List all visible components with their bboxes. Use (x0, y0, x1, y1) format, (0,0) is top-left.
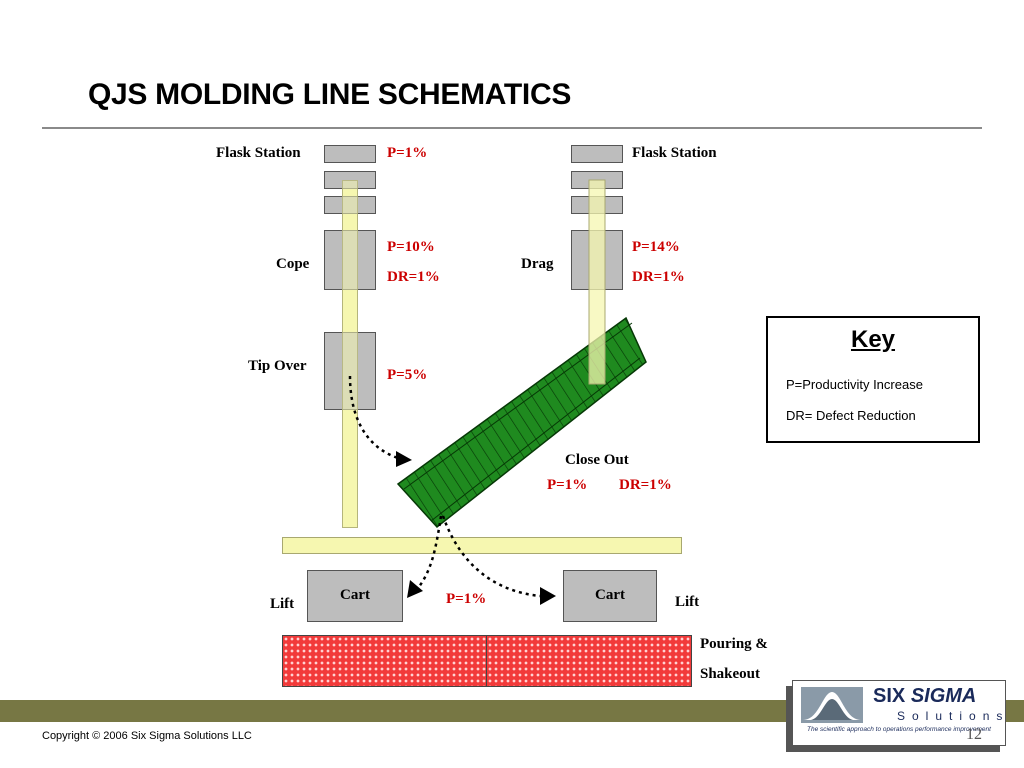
conveyor-rail-bottom (430, 357, 641, 522)
cope-productivity: P=10% (387, 239, 435, 255)
right-flask-station-box-1 (571, 145, 623, 163)
tipover-arrow-path (348, 375, 399, 460)
left-flask-station-box-1 (324, 145, 376, 163)
cope-label: Cope (276, 256, 310, 272)
footer-bar (0, 700, 1024, 722)
left-cart-arrowhead (407, 580, 423, 598)
cope-defect-reduction: DR=1% (387, 269, 440, 285)
close-out-label: Close Out (565, 452, 629, 468)
right-cart-arrowhead (540, 587, 556, 605)
key-legend: Key P=Productivity Increase DR= Defect R… (766, 316, 980, 443)
conveyor-diagram (348, 179, 647, 605)
logo-sigma-text: SIGMA (910, 685, 977, 707)
right-cart: Cart (563, 570, 657, 622)
pouring-label: Pouring & (700, 636, 768, 652)
logo-solutions-text: Solutions (897, 709, 1010, 723)
title-divider (42, 127, 982, 129)
drag-defect-reduction: DR=1% (632, 269, 685, 285)
close-out-productivity: P=1% (547, 477, 588, 493)
key-defect-reduction-definition: DR= Defect Reduction (786, 408, 916, 423)
left-cart: Cart (307, 570, 403, 622)
copyright-text: Copyright © 2006 Six Sigma Solutions LLC (42, 730, 252, 742)
left-lift-label: Lift (270, 596, 295, 612)
key-title: Key (850, 326, 896, 353)
left-cart-arrow-path (417, 515, 443, 589)
right-cart-arrow-path (441, 515, 541, 598)
drag-productivity: P=14% (632, 239, 680, 255)
pouring-line-right (486, 635, 692, 687)
cart-transfer-productivity: P=1% (446, 591, 487, 607)
logo-wordmark: SIX SIGMA (873, 685, 976, 708)
logo-six-text: SIX (873, 685, 906, 707)
six-sigma-logo: SIX SIGMA Solutions The scientific appro… (792, 680, 1006, 746)
tipover-arrowhead (396, 451, 412, 467)
right-lift-label: Lift (675, 594, 700, 610)
logo-tagline: The scientific approach to operations pe… (807, 726, 991, 733)
page-number: 12 (966, 726, 982, 743)
horizontal-track (282, 537, 682, 554)
slide-title: QJS MOLDING LINE SCHEMATICS (88, 78, 572, 111)
close-out-conveyor (396, 316, 647, 529)
right-flask-station-label: Flask Station (632, 145, 717, 161)
key-productivity-definition: P=Productivity Increase (786, 377, 923, 392)
bell-curve-icon (801, 687, 863, 723)
shakeout-label: Shakeout (700, 666, 761, 682)
left-flask-station-value: P=1% (387, 145, 428, 161)
drag-label: Drag (521, 256, 554, 272)
right-vertical-track (588, 179, 606, 385)
left-flask-station-label: Flask Station (216, 145, 301, 161)
close-out-defect-reduction: DR=1% (619, 477, 672, 493)
tipover-label: Tip Over (248, 358, 307, 374)
left-track-overlay (342, 180, 358, 528)
tipover-productivity: P=5% (387, 367, 428, 383)
pouring-line-left (282, 635, 488, 687)
